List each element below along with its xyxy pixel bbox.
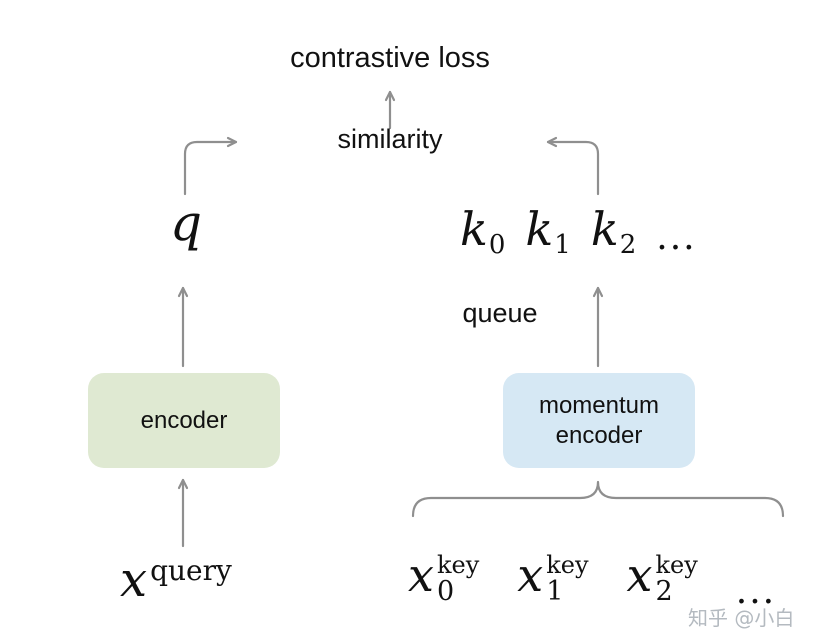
key-symbol-0: k0 — [460, 202, 506, 260]
key-symbols: k0 k1 k2 ... — [460, 202, 697, 260]
keys-brace — [411, 480, 785, 518]
q-symbol: q — [169, 194, 203, 252]
queue-label: queue — [462, 298, 538, 328]
arrow-q-to-similarity — [183, 136, 238, 196]
watermark: 知乎 @小白 — [688, 606, 795, 630]
momentum-encoder-label-line2: encoder — [555, 421, 643, 449]
x-key-symbol-1: x key 1 — [517, 548, 589, 607]
key-symbol-2: k2 — [590, 202, 637, 260]
momentum-encoder-box: momentum encoder — [503, 373, 695, 468]
momentum-encoder-label-line1: momentum — [538, 391, 660, 419]
encoder-box: encoder — [88, 373, 280, 468]
x-key-symbol-0: x key 0 — [408, 548, 480, 607]
x-key-symbol-2: x key 2 — [626, 548, 698, 607]
contrastive-loss-label: contrastive loss — [290, 42, 490, 74]
arrow-keys-to-similarity — [546, 136, 600, 196]
keys-ellipsis: ... — [656, 217, 697, 258]
similarity-label: similarity — [337, 124, 443, 154]
key-symbol-1: k1 — [525, 202, 571, 260]
x-key-symbols: x key 0 x key 1 x key 2 ... — [408, 552, 776, 610]
x-keys-ellipsis: ... — [735, 571, 777, 612]
encoder-label: encoder — [140, 406, 228, 434]
